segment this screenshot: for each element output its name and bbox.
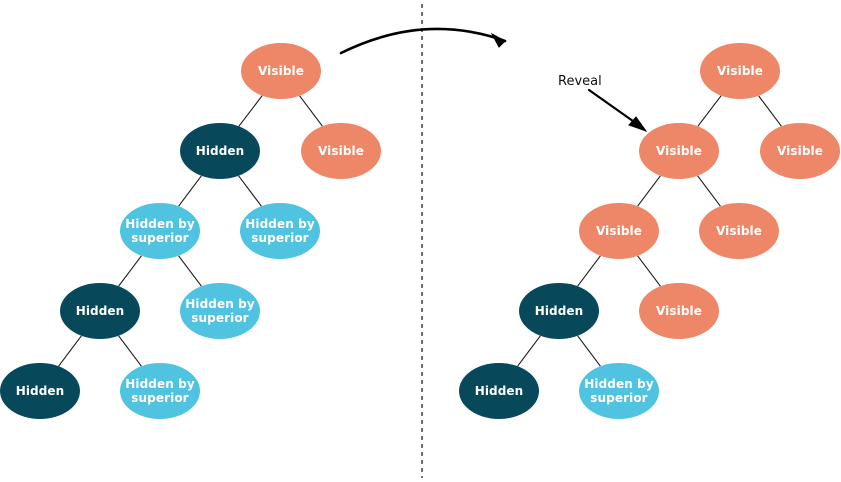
tree-edge [238,95,263,127]
tree-node-label: Hidden [195,143,245,158]
tree-node-visible[interactable]: Visible [639,123,719,179]
tree-node-hidden[interactable]: Hidden [459,363,539,419]
tree-edge [178,175,202,207]
tree-node-label: Hidden [474,383,524,398]
tree-edge [697,95,722,127]
tree-edge [299,95,323,127]
tree-edge [118,255,142,287]
tree-node-label: Hidden by superior [245,216,315,246]
tree-node-hidden[interactable]: Hidden [60,283,140,339]
tree-edge [118,335,142,367]
tree-node-label: Visible [716,223,762,238]
tree-node-visible[interactable]: Visible [301,123,381,179]
tree-node-visible[interactable]: Visible [760,123,840,179]
tree-edge [637,175,661,207]
tree-node-label: Hidden [75,303,125,318]
tree-node-visible[interactable]: Visible [639,283,719,339]
tree-node-hidden[interactable]: Hidden [0,363,80,419]
tree-node-hidden-by-superior[interactable]: Hidden by superior [120,363,200,419]
tree-edge [697,175,721,207]
tree-edge [577,255,601,287]
tree-node-visible[interactable]: Visible [700,43,780,99]
tree-node-hidden[interactable]: Hidden [180,123,260,179]
reveal-arrow [587,88,648,132]
tree-node-visible[interactable]: Visible [579,203,659,259]
tree-node-label: Visible [318,143,364,158]
tree-node-label: Visible [656,143,702,158]
tree-node-label: Hidden by superior [125,216,195,246]
tree-node-visible[interactable]: Visible [241,43,321,99]
tree-edge [238,175,262,207]
tree-node-label: Hidden [534,303,584,318]
tree-node-hidden-by-superior[interactable]: Hidden by superior [240,203,320,259]
tree-node-label: Visible [656,303,702,318]
tree-node-visible[interactable]: Visible [699,203,779,259]
tree-node-label: Visible [258,63,304,78]
tree-edge [178,255,202,287]
tree-node-hidden[interactable]: Hidden [519,283,599,339]
tree-node-hidden-by-superior[interactable]: Hidden by superior [120,203,200,259]
tree-node-label: Hidden by superior [125,376,195,406]
tree-node-label: Visible [777,143,823,158]
tree-edge [58,335,82,367]
tree-node-label: Visible [717,63,763,78]
tree-edge [637,255,661,287]
tree-node-label: Hidden by superior [185,296,255,326]
tree-node-hidden-by-superior[interactable]: Hidden by superior [579,363,659,419]
reveal-label: Reveal [558,74,602,89]
tree-node-label: Hidden by superior [584,376,654,406]
tree-edge [577,335,601,367]
tree-node-label: Hidden [15,383,65,398]
tree-edge [517,335,541,367]
tree-node-label: Visible [596,223,642,238]
tree-edge [758,95,782,127]
transition-curved-arrow [339,27,507,55]
tree-node-hidden-by-superior[interactable]: Hidden by superior [180,283,260,339]
